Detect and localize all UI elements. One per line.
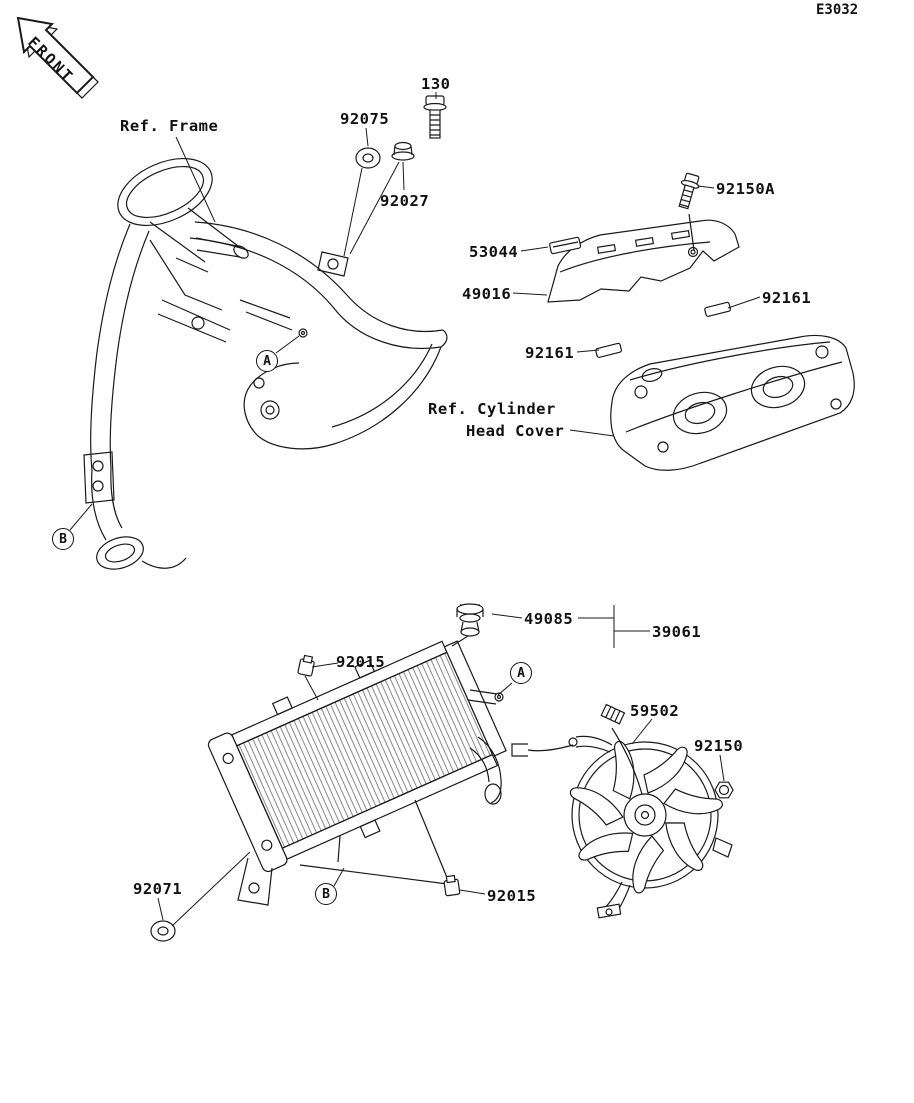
- callout-a-frame: A: [256, 350, 278, 372]
- label-92075: 92075: [340, 110, 390, 128]
- nut-92150-drawing: [714, 781, 734, 799]
- fan-59502-drawing: [511, 703, 733, 919]
- label-92161-right: 92161: [762, 289, 812, 307]
- cap-49085-drawing: [451, 603, 484, 647]
- clamp-92015-bottom-drawing: [443, 874, 461, 897]
- grommet-92071-drawing: [150, 920, 176, 942]
- bolt-92150a-drawing: [678, 172, 700, 210]
- clamp-92015-top-drawing: [297, 654, 315, 677]
- radiator-drawing: [207, 603, 507, 906]
- callout-b-frame: B: [52, 528, 74, 550]
- label-92071: 92071: [133, 880, 183, 898]
- label-92015-top: 92015: [336, 653, 386, 671]
- label-ref-frame: Ref. Frame: [120, 117, 219, 135]
- label-49016: 49016: [462, 285, 512, 303]
- cylinder-head-cover-drawing: [610, 334, 855, 471]
- bolt-92150a-axis-line: [688, 213, 695, 251]
- label-130: 130: [421, 75, 451, 93]
- front-arrow-icon: FRONT: [16, 16, 99, 99]
- label-53044: 53044: [469, 243, 519, 261]
- label-92015-bottom: 92015: [487, 887, 537, 905]
- grommet-92075-drawing: [355, 147, 381, 169]
- callout-a-radiator: A: [510, 662, 532, 684]
- damper-53044-drawing: [549, 236, 582, 255]
- label-92161-left: 92161: [525, 344, 575, 362]
- bolt-130-drawing: [423, 95, 447, 139]
- label-92150a: 92150A: [716, 180, 775, 198]
- label-49085: 49085: [524, 610, 574, 628]
- page-code: E3032: [816, 2, 859, 18]
- frame-drawing: [83, 158, 448, 570]
- label-59502: 59502: [630, 702, 680, 720]
- leader-lines: [69, 92, 761, 927]
- label-92150: 92150: [694, 737, 744, 755]
- label-39061: 39061: [652, 623, 702, 641]
- guard-49016-drawing: [547, 219, 740, 303]
- damper-92161-left-drawing: [595, 342, 622, 358]
- collar-92027-drawing: [391, 141, 415, 161]
- callout-b-radiator: B: [315, 883, 337, 905]
- label-ref-cylinder-line1: Ref. Cylinder: [428, 400, 556, 418]
- damper-92161-right-drawing: [704, 301, 731, 317]
- label-ref-cylinder-line2: Head Cover: [466, 422, 565, 440]
- label-92027: 92027: [380, 192, 430, 210]
